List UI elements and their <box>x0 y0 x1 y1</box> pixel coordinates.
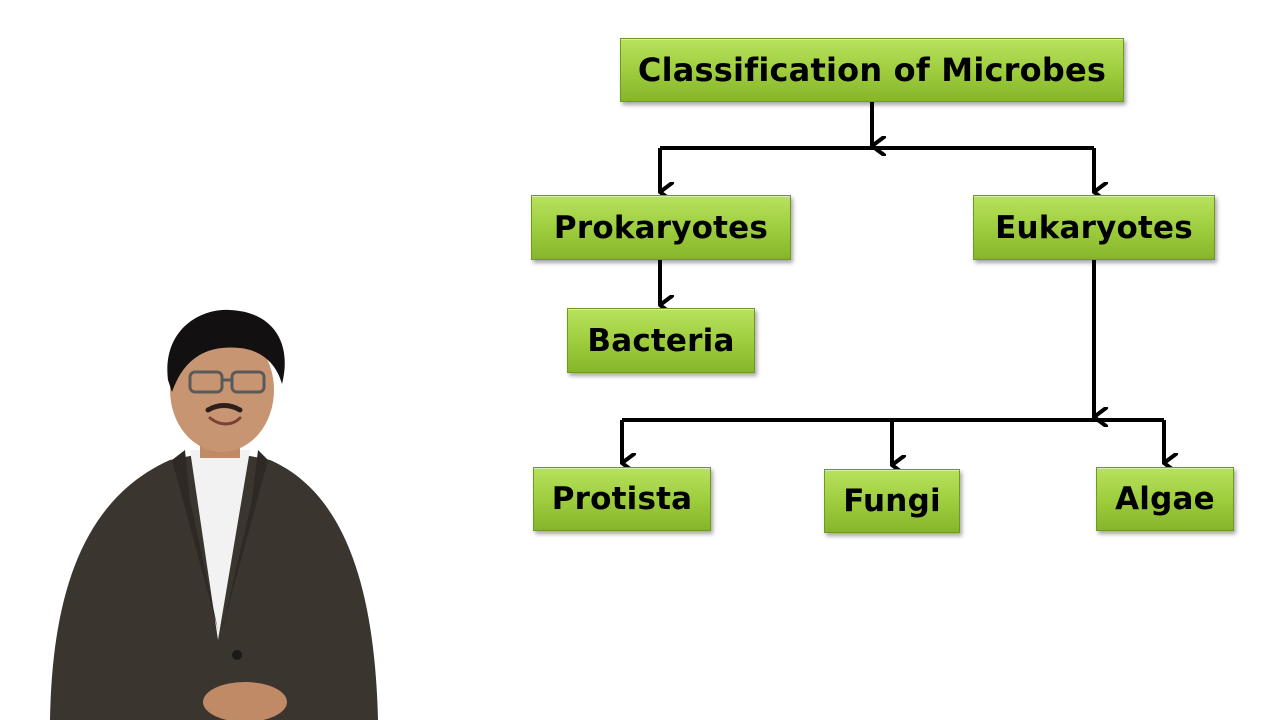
presenter-image <box>50 309 378 720</box>
node-root: Classification of Microbes <box>620 38 1124 102</box>
node-protista: Protista <box>533 467 711 531</box>
node-fungi: Fungi <box>824 469 960 533</box>
node-bacteria: Bacteria <box>567 308 755 373</box>
node-prokaryotes: Prokaryotes <box>531 195 791 260</box>
node-eukaryotes: Eukaryotes <box>973 195 1215 260</box>
node-algae: Algae <box>1096 467 1234 531</box>
